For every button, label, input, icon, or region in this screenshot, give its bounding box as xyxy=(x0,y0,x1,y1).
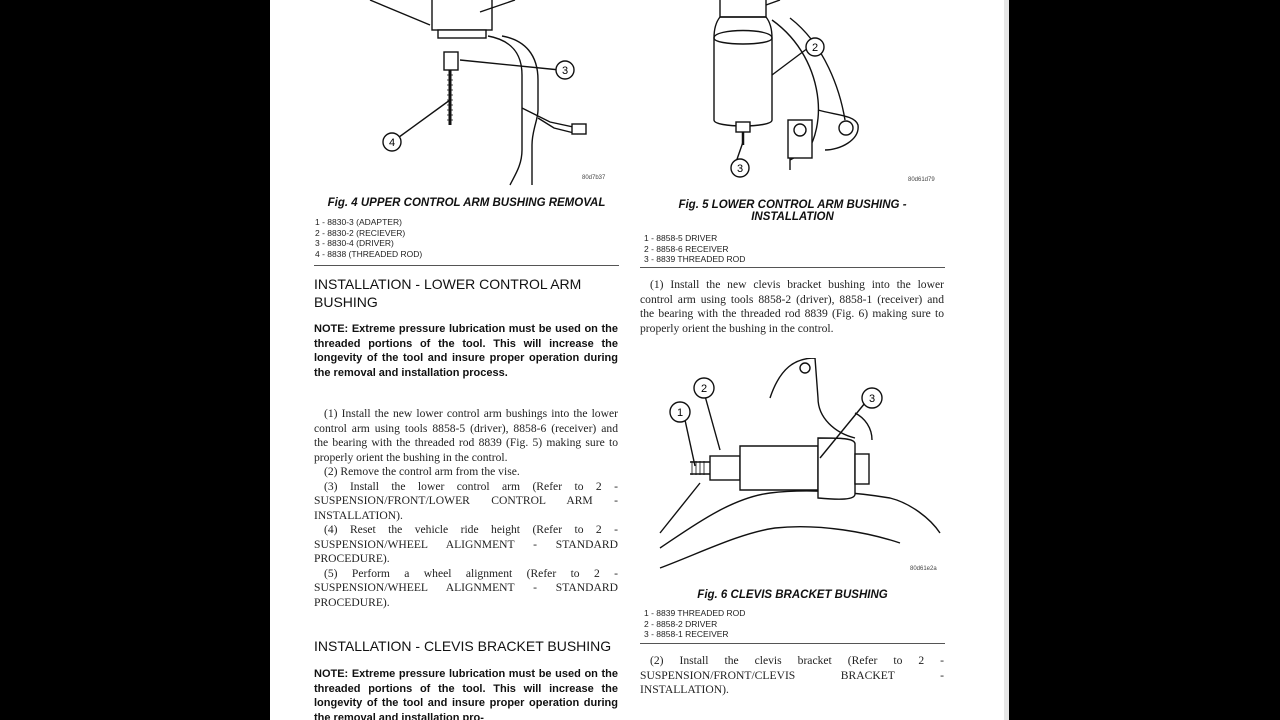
fig5-callout-3: 3 xyxy=(737,163,743,175)
fig4-callout-3: 3 xyxy=(562,65,568,77)
section-heading-clevis-bracket: INSTALLATION - CLEVIS BRACKET BUSHING xyxy=(314,638,612,654)
fig6-callout-1: 1 xyxy=(677,407,683,419)
fig6-callout-3: 3 xyxy=(869,393,875,405)
fig6-illustration: 1 2 3 xyxy=(659,358,941,569)
fig5-step: (1) Install the new clevis bracket bushi… xyxy=(640,278,944,335)
legend-item: 2 - 8858-6 RECEIVER xyxy=(644,243,729,254)
fig6-callout-2: 2 xyxy=(701,383,707,395)
fig5-rule xyxy=(640,267,945,268)
step-3: (3) Install the lower control arm (Refer… xyxy=(314,479,618,522)
legend-item: 1 - 8830-3 (ADAPTER) xyxy=(315,217,402,227)
legend-item: 3 - 8830-4 (DRIVER) xyxy=(315,238,394,248)
fig4-legend: 1 - 8830-3 (ADAPTER) 2 - 8830-2 (RECIEVE… xyxy=(315,217,422,259)
fig4-callout-4: 4 xyxy=(389,137,395,149)
fig6-caption: Fig. 6 CLEVIS BRACKET BUSHING xyxy=(697,589,888,601)
legend-item: 2 - 8858-2 DRIVER xyxy=(644,618,718,629)
legend-item: 3 - 8858-1 RECEIVER xyxy=(644,629,729,639)
section-heading-lower-control-arm: INSTALLATION - LOWER CONTROL ARM BUSHING xyxy=(314,276,582,310)
fig4-illustration: 3 4 xyxy=(369,0,587,186)
step-4: (4) Reset the vehicle ride height (Refer… xyxy=(314,523,618,565)
section1-steps: (1) Install the new lower control arm bu… xyxy=(314,407,618,610)
legend-item: 1 - 8839 THREADED ROD xyxy=(644,608,746,618)
fig5-caption: Fig. 5 LOWER CONTROL ARM BUSHING - INSTA… xyxy=(678,199,907,223)
fig5-callout-2: 2 xyxy=(812,42,818,54)
fig6-legend: 1 - 8839 THREADED ROD 2 - 8858-2 DRIVER … xyxy=(644,608,745,640)
fig6-id: 80d61e2a xyxy=(910,566,937,572)
lubrication-note-2: NOTE: Extreme pressure lubrication must … xyxy=(314,668,618,720)
fig4-rule xyxy=(314,265,619,266)
step-2: (2) Remove the control arm from the vise… xyxy=(324,465,520,478)
legend-item: 3 - 8839 THREADED ROD xyxy=(644,254,746,264)
manual-page: 3 4 80d7b37 Fig. 4 UPPER CONTROL ARM BUS… xyxy=(270,0,1004,720)
step-5: (5) Perform a wheel alignment (Refer to … xyxy=(314,566,618,609)
fig6-step: (2) Install the clevis bracket (Refer to… xyxy=(640,654,944,696)
step-1: (1) Install the new lower control arm bu… xyxy=(314,407,618,464)
lubrication-note-1: NOTE: Extreme pressure lubrication must … xyxy=(314,323,618,379)
page-edge xyxy=(1004,0,1009,720)
legend-item: 1 - 8858-5 DRIVER xyxy=(644,233,718,243)
fig6-rule xyxy=(640,643,945,644)
fig5-id: 80d61d79 xyxy=(908,177,935,183)
fig4-id: 80d7b37 xyxy=(582,175,606,181)
legend-item: 4 - 8838 (THREADED ROD) xyxy=(315,248,423,259)
fig4-caption: Fig. 4 UPPER CONTROL ARM BUSHING REMOVAL xyxy=(327,197,606,209)
legend-item: 2 - 8830-2 (RECIEVER) xyxy=(315,227,406,238)
fig5-legend: 1 - 8858-5 DRIVER 2 - 8858-6 RECEIVER 3 … xyxy=(644,233,745,265)
fig5-illustration: 2 3 xyxy=(713,0,859,178)
